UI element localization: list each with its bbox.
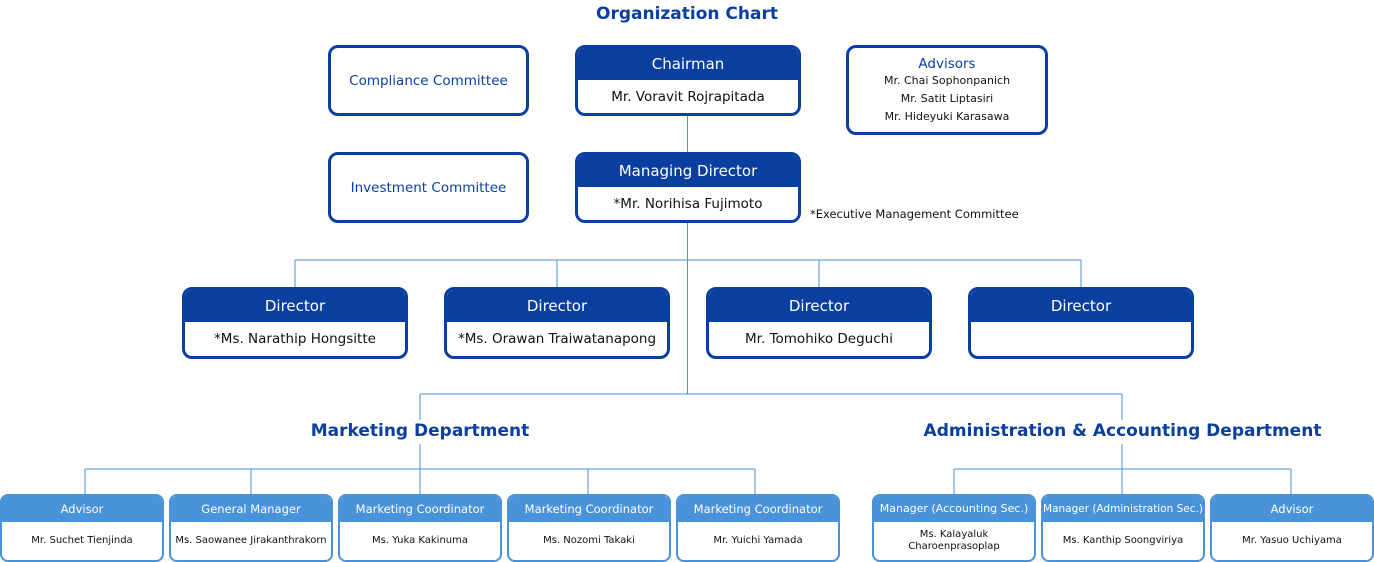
advisor-name: Mr. Satit Liptasiri bbox=[900, 92, 994, 105]
director-title: Director bbox=[447, 290, 667, 322]
compliance-committee-label: Compliance Committee bbox=[349, 72, 508, 89]
chairman-title: Chairman bbox=[578, 48, 798, 80]
marketing-department-label: Marketing Department bbox=[310, 421, 530, 441]
staff-title: Marketing Coordinator bbox=[340, 496, 500, 522]
staff-name: Ms. Nozomi Takaki bbox=[543, 535, 635, 546]
investment-committee-box: Investment Committee bbox=[328, 152, 529, 223]
staff-name: Ms. Saowanee Jirakanthrakorn bbox=[175, 535, 327, 546]
staff-box: Advisor Mr. Suchet Tienjinda bbox=[0, 494, 164, 562]
director-name: *Ms. Orawan Traiwatanapong bbox=[457, 331, 657, 347]
managing-director-name: *Mr. Norihisa Fujimoto bbox=[613, 196, 763, 212]
director-box: Director *Ms. Narathip Hongsitte bbox=[182, 287, 408, 359]
staff-title: General Manager bbox=[171, 496, 331, 522]
chairman-name: Mr. Voravit Rojrapitada bbox=[611, 89, 765, 105]
director-title: Director bbox=[709, 290, 929, 322]
director-box: Director bbox=[968, 287, 1194, 359]
compliance-committee-box: Compliance Committee bbox=[328, 45, 529, 116]
investment-committee-label: Investment Committee bbox=[350, 179, 507, 196]
admin-accounting-department-label: Administration & Accounting Department bbox=[923, 421, 1322, 441]
director-title: Director bbox=[185, 290, 405, 322]
staff-box: Advisor Mr. Yasuo Uchiyama bbox=[1210, 494, 1374, 562]
managing-director-title: Managing Director bbox=[578, 155, 798, 187]
staff-box: Manager (Administration Sec.) Ms. Kanthi… bbox=[1041, 494, 1205, 562]
staff-title: Marketing Coordinator bbox=[509, 496, 669, 522]
director-box: Director Mr. Tomohiko Deguchi bbox=[706, 287, 932, 359]
staff-title: Manager (Administration Sec.) bbox=[1043, 496, 1203, 522]
staff-box: Marketing Coordinator Ms. Yuka Kakinuma bbox=[338, 494, 502, 562]
advisor-name: Mr. Chai Sophonpanich bbox=[883, 74, 1011, 87]
staff-box: Marketing Coordinator Mr. Yuichi Yamada bbox=[676, 494, 840, 562]
advisors-title: Advisors bbox=[918, 56, 976, 72]
chart-title: Organization Chart bbox=[596, 4, 778, 24]
staff-name: Mr. Yasuo Uchiyama bbox=[1242, 535, 1342, 546]
advisors-box: Advisors Mr. Chai Sophonpanich Mr. Satit… bbox=[846, 45, 1048, 135]
managing-director-box: Managing Director *Mr. Norihisa Fujimoto bbox=[575, 152, 801, 223]
staff-name: Ms. Yuka Kakinuma bbox=[371, 535, 469, 546]
staff-name: Ms. Kalayaluk Charoenprasoplap bbox=[908, 529, 1000, 552]
staff-name: Mr. Yuichi Yamada bbox=[713, 535, 803, 546]
chairman-box: Chairman Mr. Voravit Rojrapitada bbox=[575, 45, 801, 116]
director-title: Director bbox=[971, 290, 1191, 322]
staff-name: Ms. Kanthip Soongviriya bbox=[1062, 535, 1184, 546]
staff-title: Manager (Accounting Sec.) bbox=[874, 496, 1034, 522]
staff-title: Marketing Coordinator bbox=[678, 496, 838, 522]
staff-box: Manager (Accounting Sec.) Ms. Kalayaluk … bbox=[872, 494, 1036, 562]
executive-committee-note: *Executive Management Committee bbox=[810, 207, 1019, 221]
director-name: Mr. Tomohiko Deguchi bbox=[745, 331, 893, 347]
director-box: Director *Ms. Orawan Traiwatanapong bbox=[444, 287, 670, 359]
staff-title: Advisor bbox=[2, 496, 162, 522]
director-name: *Ms. Narathip Hongsitte bbox=[214, 331, 376, 347]
staff-box: Marketing Coordinator Ms. Nozomi Takaki bbox=[507, 494, 671, 562]
staff-name: Mr. Suchet Tienjinda bbox=[31, 535, 133, 546]
staff-title: Advisor bbox=[1212, 496, 1372, 522]
advisor-name: Mr. Hideyuki Karasawa bbox=[884, 110, 1010, 123]
staff-box: General Manager Ms. Saowanee Jirakanthra… bbox=[169, 494, 333, 562]
